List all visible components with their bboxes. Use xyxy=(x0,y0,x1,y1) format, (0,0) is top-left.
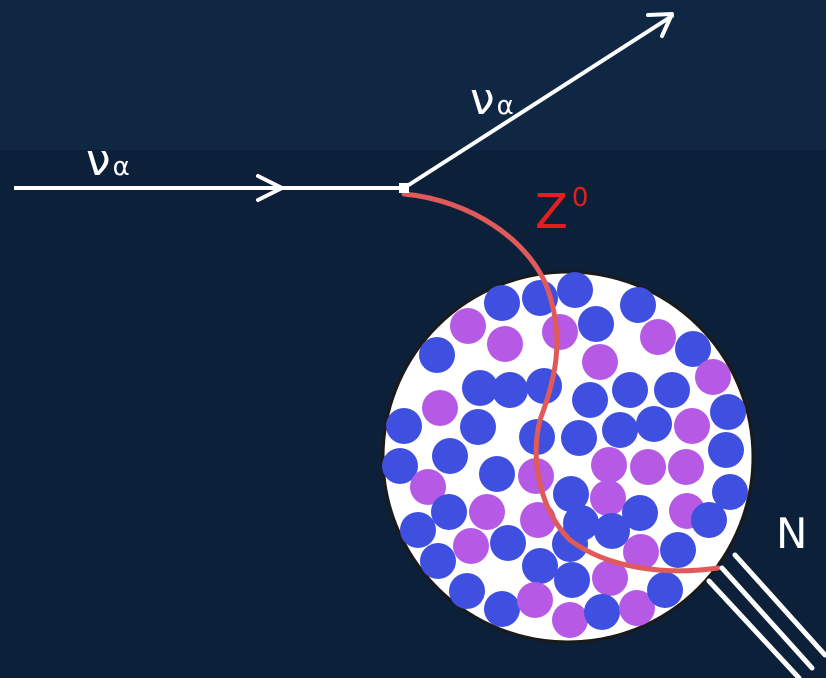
neutron-35 xyxy=(668,449,704,485)
neutron-36 xyxy=(410,469,446,505)
proton-6 xyxy=(578,306,614,342)
proton-21 xyxy=(386,408,422,444)
proton-0 xyxy=(484,285,520,321)
proton-30 xyxy=(382,448,418,484)
neutron-34 xyxy=(630,449,666,485)
recoil-line-3 xyxy=(706,578,802,678)
neutron-11 xyxy=(582,344,618,380)
proton-44 xyxy=(400,512,436,548)
nucleus-label: N xyxy=(776,509,807,558)
proton-9 xyxy=(675,331,711,367)
proton-16 xyxy=(572,382,608,418)
proton-50 xyxy=(490,525,526,561)
interaction-vertex xyxy=(399,183,409,193)
proton-14 xyxy=(492,372,528,408)
neutron-60 xyxy=(517,582,553,618)
neutron-33 xyxy=(591,447,627,483)
nucleus-recoil-arrows xyxy=(706,552,826,678)
proton-7 xyxy=(620,287,656,323)
proton-64 xyxy=(647,572,683,608)
incoming-neutrino-label: να xyxy=(86,135,130,186)
proton-29 xyxy=(708,432,744,468)
proton-25 xyxy=(602,412,638,448)
neutron-5 xyxy=(542,314,578,350)
neutron-52 xyxy=(623,534,659,570)
proton-58 xyxy=(449,573,485,609)
proton-13 xyxy=(462,370,498,406)
neutron-19 xyxy=(422,390,458,426)
proton-26 xyxy=(636,406,672,442)
proton-31 xyxy=(479,456,515,492)
neutron-63 xyxy=(619,590,655,626)
proton-37 xyxy=(553,476,589,512)
neutron-45 xyxy=(520,502,556,538)
proton-47 xyxy=(594,513,630,549)
proton-42 xyxy=(622,495,658,531)
proton-39 xyxy=(712,474,748,510)
recoil-line-2 xyxy=(719,565,815,671)
proton-54 xyxy=(420,543,456,579)
neutron-3 xyxy=(450,308,486,344)
neutron-56 xyxy=(592,560,628,596)
outgoing-neutrino-label: να xyxy=(470,74,514,125)
neutron-41 xyxy=(469,494,505,530)
proton-18 xyxy=(654,372,690,408)
proton-53 xyxy=(660,532,696,568)
neutron-8 xyxy=(640,319,676,355)
neutron-38 xyxy=(590,480,626,516)
outgoing-neutrino-arrowhead xyxy=(646,12,674,38)
proton-28 xyxy=(432,438,468,474)
proton-20 xyxy=(710,394,746,430)
proton-57 xyxy=(554,562,590,598)
proton-15 xyxy=(526,368,562,404)
proton-48 xyxy=(691,502,727,538)
neutron-27 xyxy=(674,408,710,444)
neutron-4 xyxy=(487,326,523,362)
proton-2 xyxy=(557,272,593,308)
proton-55 xyxy=(522,548,558,584)
recoil-line-1 xyxy=(732,552,826,658)
nucleons-group xyxy=(382,272,748,638)
neutron-61 xyxy=(552,602,588,638)
proton-17 xyxy=(612,372,648,408)
z-boson-path xyxy=(401,191,721,574)
proton-22 xyxy=(460,409,496,445)
background-band xyxy=(0,0,826,150)
proton-59 xyxy=(484,591,520,627)
proton-51 xyxy=(552,526,588,562)
neutron-12 xyxy=(695,359,731,395)
incoming-neutrino-arrowhead xyxy=(256,174,284,202)
outgoing-neutrino-line xyxy=(402,14,674,190)
neutron-49 xyxy=(453,528,489,564)
proton-10 xyxy=(419,337,455,373)
proton-40 xyxy=(431,494,467,530)
proton-62 xyxy=(584,594,620,630)
proton-24 xyxy=(561,420,597,456)
